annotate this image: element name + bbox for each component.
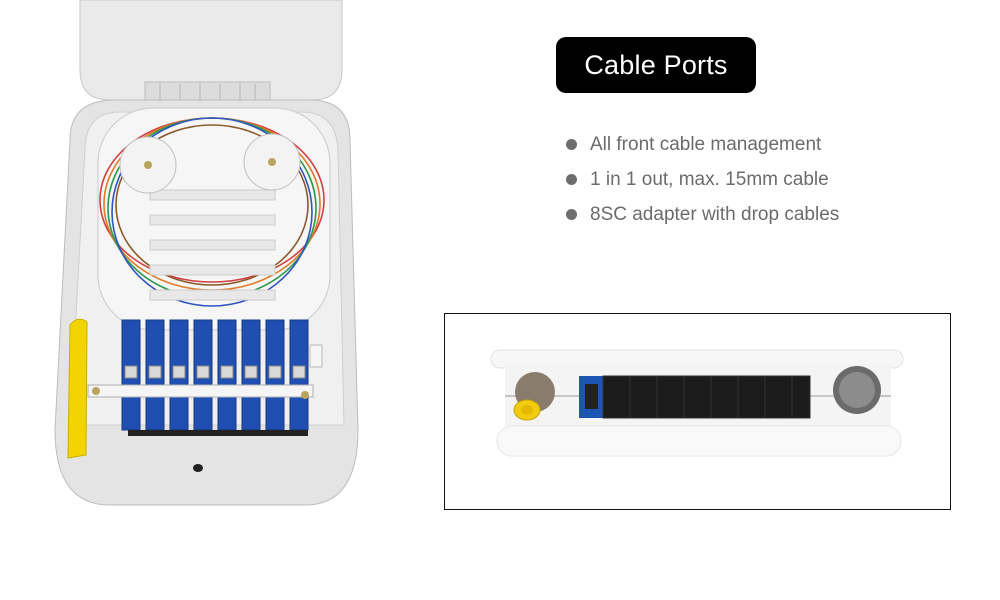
feature-item: 1 in 1 out, max. 15mm cable xyxy=(566,162,839,197)
side-view-illustration xyxy=(490,349,904,457)
feature-item: All front cable management xyxy=(566,127,839,162)
bullet-icon xyxy=(566,139,577,150)
feature-list: All front cable management 1 in 1 out, m… xyxy=(566,127,839,232)
bullet-icon xyxy=(566,174,577,185)
open-box-photo xyxy=(40,0,370,510)
side-view-photo-frame xyxy=(444,313,951,510)
open-box-illustration xyxy=(54,0,359,506)
feature-text: 1 in 1 out, max. 15mm cable xyxy=(590,168,829,190)
bullet-icon xyxy=(566,209,577,220)
section-title: Cable Ports xyxy=(556,37,756,93)
feature-text: All front cable management xyxy=(590,133,822,155)
feature-item: 8SC adapter with drop cables xyxy=(566,197,839,232)
feature-text: 8SC adapter with drop cables xyxy=(590,203,840,225)
